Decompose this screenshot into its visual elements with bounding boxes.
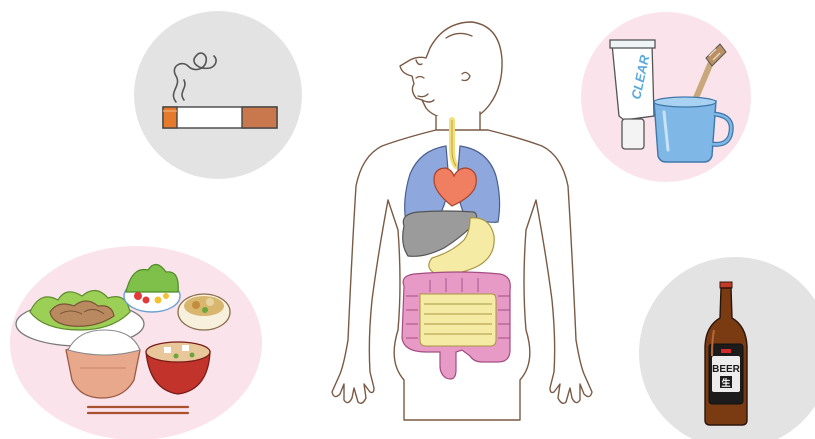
cigarette-icon <box>163 107 277 128</box>
smoking-circle-bg <box>134 11 302 179</box>
beer-label-kanji: 生 <box>721 377 730 389</box>
alcohol-panel: BEER 生 <box>639 257 815 439</box>
smoking-panel <box>134 11 302 179</box>
oral-care-panel: CLEAR <box>581 12 751 182</box>
human-body-icon <box>332 22 592 420</box>
beer-label-text: BEER <box>712 364 741 375</box>
meal-panel <box>10 246 262 439</box>
